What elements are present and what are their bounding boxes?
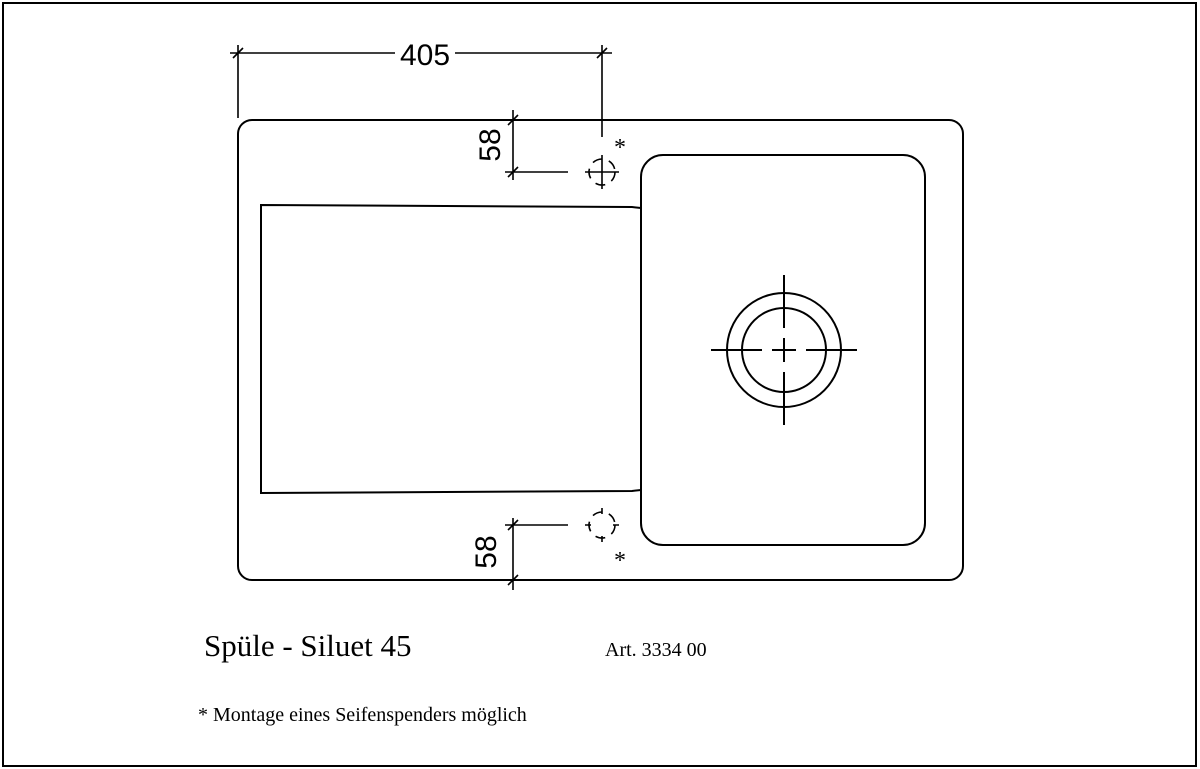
dimension-405-lines — [230, 45, 612, 137]
dimension-58-bottom-lines — [505, 518, 568, 590]
product-title: Spüle - Siluet 45 — [204, 628, 412, 663]
drainboard — [260, 203, 642, 495]
sink-outline — [237, 119, 964, 581]
asterisk-top: * — [614, 135, 626, 161]
soap-hole-bottom-icon — [585, 508, 619, 542]
soap-hole-top-icon — [585, 155, 619, 189]
dimension-405-label: 405 — [400, 39, 450, 72]
dimension-58-bottom-label: 58 — [470, 535, 503, 568]
asterisk-bottom: * — [614, 548, 626, 574]
footnote: * Montage eines Seifenspenders möglich — [198, 704, 527, 726]
article-number: Art. 3334 00 — [605, 639, 707, 661]
drain-icon — [711, 275, 857, 425]
dimension-58-top-label: 58 — [474, 128, 507, 161]
bowl — [640, 154, 926, 546]
dimension-58-top-lines — [505, 110, 568, 180]
